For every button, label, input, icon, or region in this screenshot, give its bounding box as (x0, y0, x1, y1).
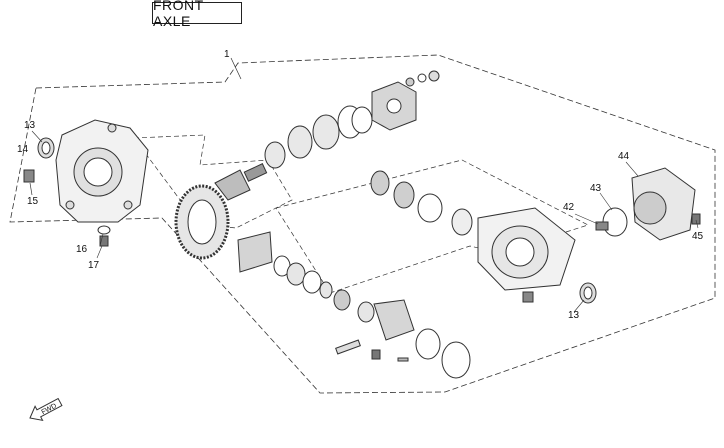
pinion-gear (214, 163, 268, 201)
callout-13-right: 13 (568, 310, 580, 321)
pinion-group-boundary (133, 134, 293, 229)
callout-43: 43 (590, 183, 602, 194)
assembly-boundary (9, 54, 716, 394)
nut-top-1 (405, 77, 415, 87)
fwd-label: FWD (41, 403, 58, 417)
bolt-lower (371, 349, 381, 360)
callout-13-left: 13 (24, 120, 36, 131)
input-flange (371, 81, 417, 131)
plug-14 (23, 169, 35, 183)
part-42 (595, 221, 609, 231)
callout-14: 14 (17, 144, 29, 155)
callout-44: 44 (618, 151, 630, 162)
seal-13-left (37, 137, 55, 159)
leader-17 (96, 245, 103, 259)
pin-lower (397, 357, 409, 362)
washer-16 (97, 225, 111, 235)
callout-15: 15 (27, 196, 39, 207)
bolt-carrier (522, 291, 534, 303)
leader-1 (230, 57, 242, 80)
lower-bearing-set (237, 231, 471, 379)
nut-top-2 (417, 73, 427, 83)
seal-13-right (579, 282, 597, 304)
leader-44 (625, 161, 639, 177)
bearing-set-upper (264, 105, 373, 169)
leader-43 (599, 192, 613, 211)
callout-1: 1 (224, 49, 230, 60)
leader-16 (99, 233, 104, 247)
left-housing (55, 119, 149, 223)
actuator-44 (631, 167, 696, 241)
leader-13-right (573, 299, 585, 313)
leader-42 (574, 213, 599, 225)
bolt-45 (691, 213, 701, 225)
shaft-lower (335, 339, 361, 355)
ring-gear (174, 184, 230, 260)
callout-17: 17 (88, 260, 100, 271)
fwd-arrow-icon: FWD (29, 397, 63, 422)
nut-top-3 (428, 70, 440, 82)
leader-13-left (31, 130, 43, 143)
callout-42: 42 (563, 202, 575, 213)
leader-15 (29, 182, 33, 196)
leader-45 (695, 219, 699, 229)
carrier-housing (477, 207, 576, 291)
callout-45: 45 (692, 231, 704, 242)
bolt-17 (99, 235, 109, 247)
callout-16: 16 (76, 244, 88, 255)
side-gear-set (370, 170, 473, 236)
